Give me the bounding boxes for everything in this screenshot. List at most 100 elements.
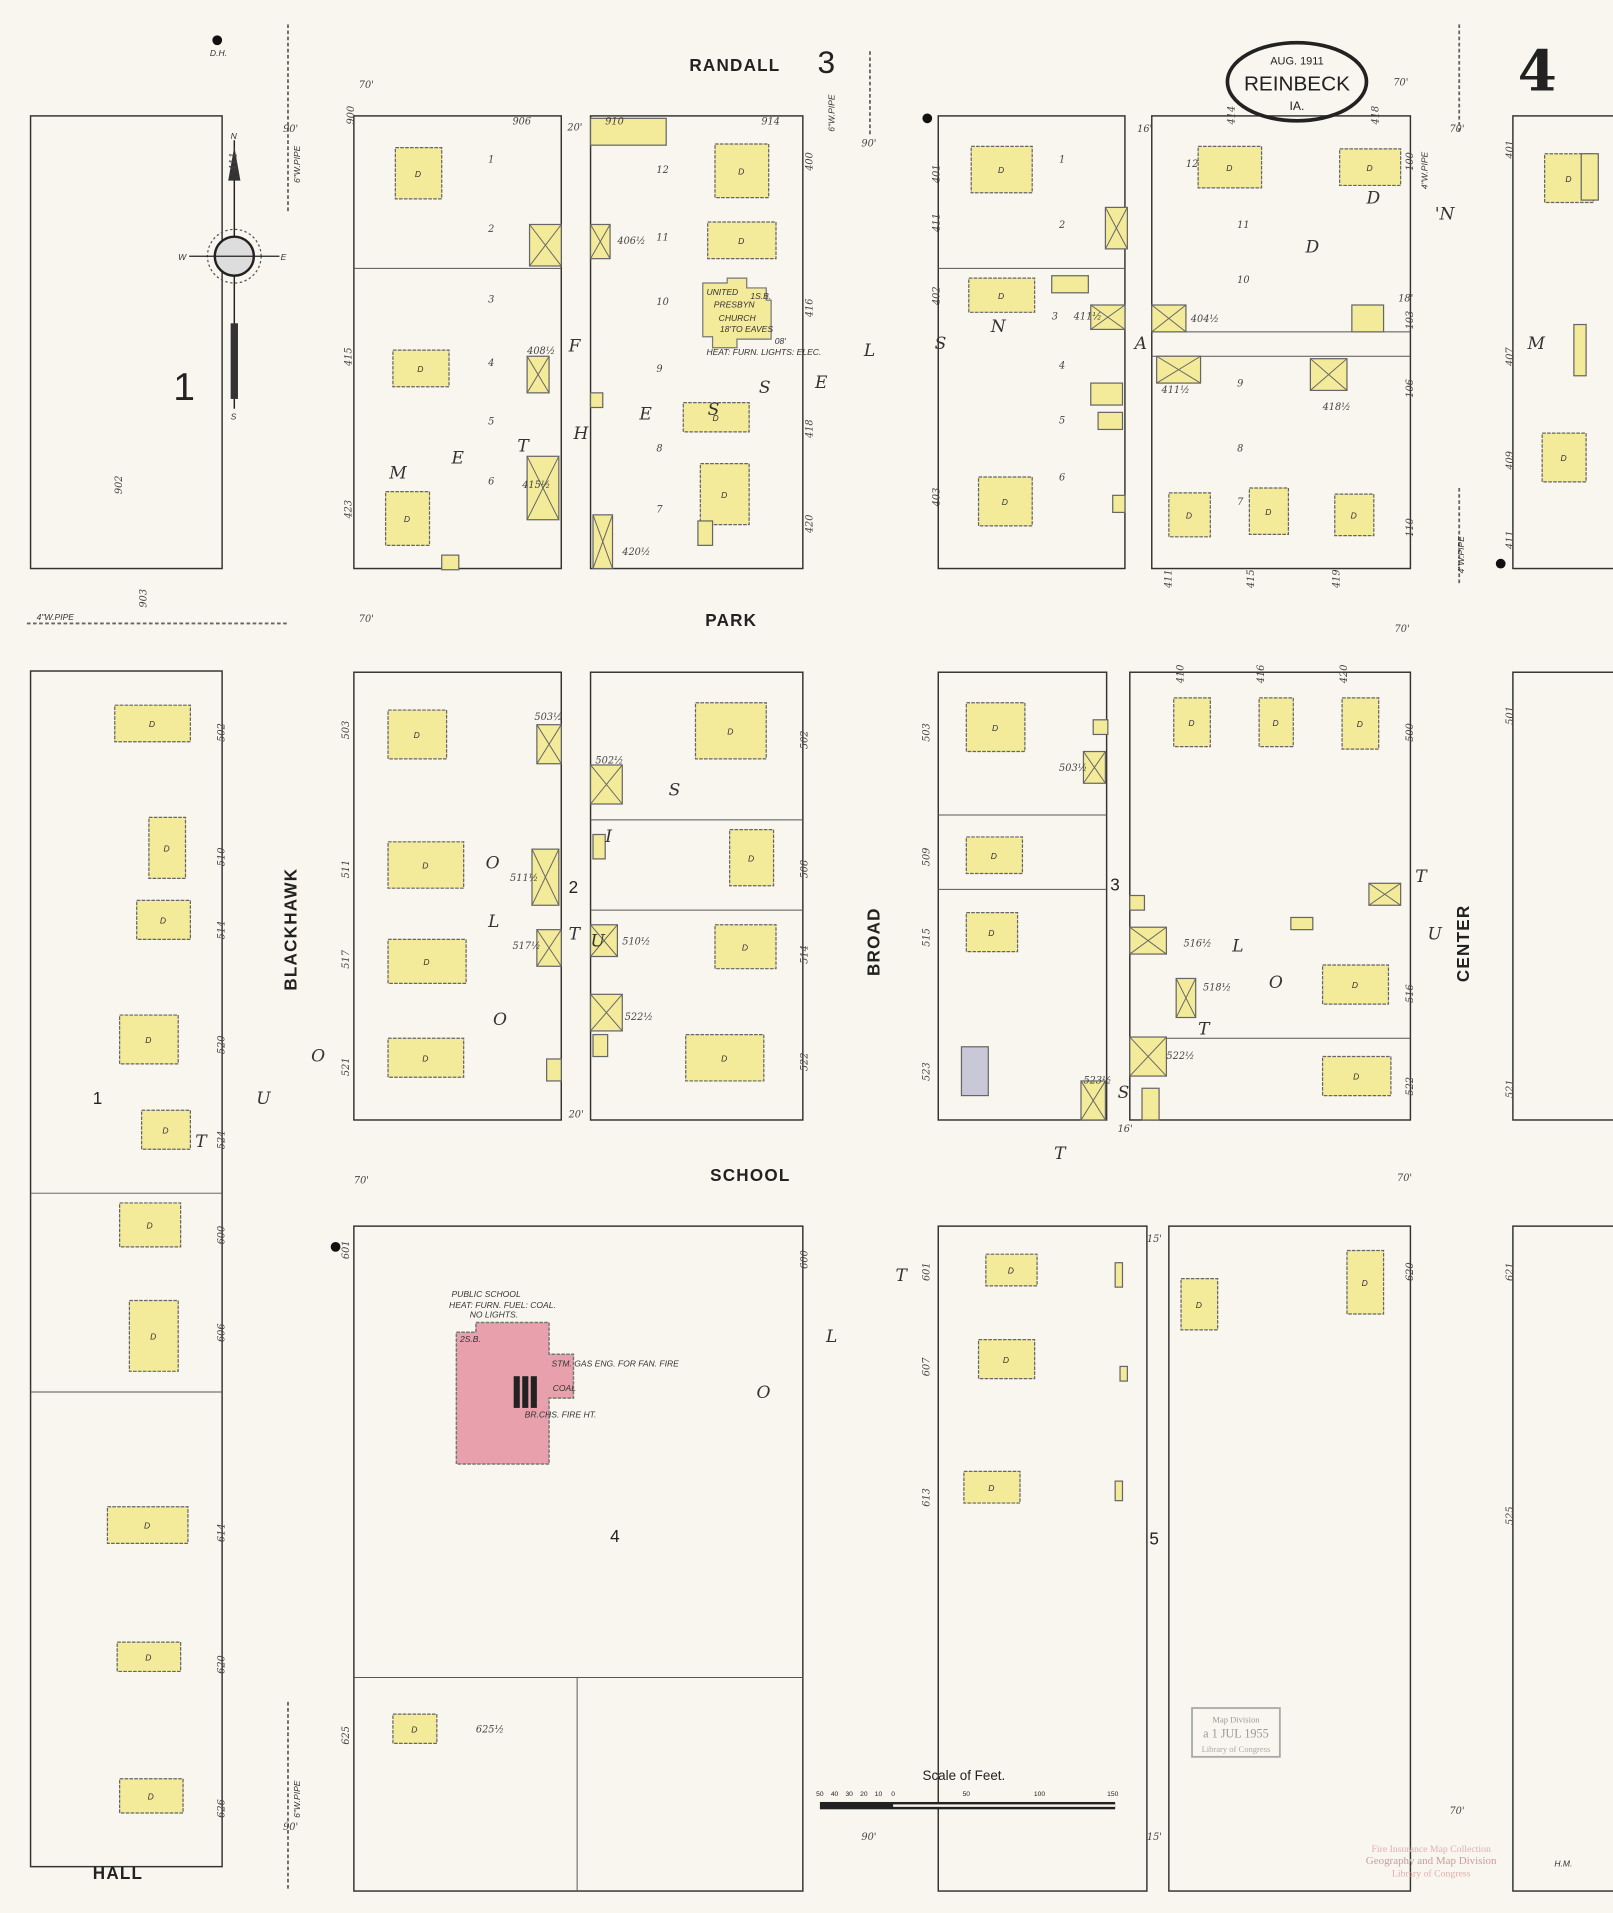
address-number: 501 — [1505, 706, 1516, 725]
lot-number: 7 — [656, 504, 663, 515]
street-broad: BROAD — [865, 907, 884, 976]
address-number: 423 — [343, 500, 354, 520]
dwelling — [699, 462, 750, 526]
outbuilding-cross — [1129, 926, 1167, 955]
rear-address: 522½ — [625, 1012, 653, 1023]
address-number: 415 — [1246, 569, 1257, 589]
city-blocks — [29, 115, 1613, 1892]
address-number: 502 — [217, 723, 228, 742]
shed — [592, 833, 606, 860]
outbuilding-cross — [1080, 1080, 1106, 1121]
dwelling-label: D — [162, 1125, 168, 1135]
dwelling — [140, 1109, 191, 1150]
school-utilities-1: HEAT: FURN. FUEL: COAL. — [449, 1300, 556, 1310]
addition-letter: E — [638, 405, 652, 425]
outbuilding-cross — [531, 848, 560, 906]
water-pipe-label: 4"W.PIPE — [37, 612, 75, 622]
address-number: 418 — [805, 419, 816, 439]
stone-building — [960, 1046, 989, 1097]
outlot-letter: O — [486, 854, 500, 874]
compass-rose: N S E W — [178, 131, 286, 422]
lot-number: 6 — [488, 476, 494, 487]
city-block — [29, 115, 223, 570]
dwelling-label: D — [1362, 1278, 1368, 1288]
dwelling — [394, 147, 443, 200]
shed — [1119, 1365, 1128, 1382]
addition-letter: F — [568, 336, 582, 356]
dwelling — [1341, 697, 1380, 750]
dwelling-label: D — [1565, 174, 1571, 184]
church-name-2: PRESBYN — [714, 299, 756, 309]
dwelling-label: D — [422, 861, 428, 871]
united-presbyterian-church[interactable]: UNITED PRESBYN CHURCH 18'TO EAVES 1S.B. … — [702, 277, 822, 357]
dwelling — [387, 1037, 465, 1078]
church-shed: 08' — [775, 336, 786, 346]
addition-letter: L — [863, 341, 875, 361]
outbuilding-cross — [526, 456, 560, 520]
address-number: 525 — [1505, 1506, 1516, 1525]
addition-letter: S — [935, 334, 947, 354]
address-number: 606 — [217, 1323, 228, 1342]
address-number: 503 — [341, 721, 352, 740]
dwelling — [965, 836, 1024, 875]
addition-letter: 'N — [1435, 205, 1456, 225]
dwelling — [1339, 148, 1402, 187]
outlot-letter: T — [1054, 1144, 1067, 1164]
outbuilding-cross — [592, 514, 613, 569]
outlot-letter: O — [311, 1046, 325, 1066]
dwelling-label: D — [404, 514, 410, 524]
outbuilding-cross — [1104, 207, 1128, 250]
school-utilities-2: NO LIGHTS. — [470, 1310, 518, 1320]
library-of-congress-stamp: Fire Insurance Map Collection Geography … — [1366, 1844, 1497, 1879]
dwelling-label: D — [721, 1053, 727, 1063]
scale-tick-label: 20 — [860, 1791, 868, 1798]
scale-tick-label: 50 — [816, 1791, 824, 1798]
church-stories: 1S.B. — [750, 291, 771, 301]
dwelling-label: D — [145, 1652, 151, 1662]
compass-s: S — [231, 412, 237, 422]
street-width: 70' — [1393, 77, 1408, 88]
lot-number: 12 — [1186, 159, 1198, 170]
street-width: 20' — [568, 1110, 584, 1121]
dwelling-label: D — [423, 957, 429, 967]
lot-number: 7 — [1237, 497, 1244, 508]
address-number: 522 — [1405, 1077, 1416, 1096]
lot-number: 4 — [1058, 360, 1065, 371]
shed — [1351, 304, 1385, 333]
dwelling — [387, 841, 465, 889]
address-number: 103 — [1405, 311, 1416, 330]
address-number: 621 — [1505, 1262, 1516, 1281]
block-number: 5 — [1149, 1530, 1159, 1549]
address-number: 508 — [800, 860, 811, 879]
address-number: 625 — [341, 1726, 352, 1745]
dwelling — [1197, 145, 1263, 189]
public-school[interactable]: PUBLIC SCHOOL HEAT: FURN. FUEL: COAL. NO… — [449, 1289, 680, 1465]
library-stamp-3: Library of Congress — [1392, 1868, 1471, 1879]
dwelling-label: D — [1352, 980, 1358, 990]
street-width: 70' — [1449, 1806, 1464, 1817]
address-number: 517 — [341, 949, 352, 968]
water-pipe-label: 6"W.PIPE — [292, 145, 302, 183]
dwelling-label: D — [998, 165, 1004, 175]
dwelling — [965, 911, 1019, 953]
city-block — [589, 115, 804, 570]
water-pipes — [26, 24, 1506, 1892]
town-name: REINBECK — [1244, 72, 1350, 95]
dwelling-label: D — [414, 730, 420, 740]
addition-letter: M — [1527, 334, 1546, 354]
address-number: 524 — [217, 1131, 228, 1150]
school-coal: COAL — [553, 1383, 576, 1393]
shed — [1141, 1087, 1160, 1121]
address-number: 514 — [217, 921, 228, 940]
dwelling — [148, 816, 187, 880]
buildings — [106, 117, 1599, 1814]
address-number: 521 — [1505, 1079, 1516, 1098]
address-number: 414 — [1227, 106, 1238, 126]
dwelling — [1346, 1249, 1385, 1315]
city-block — [589, 671, 804, 1121]
school-name: PUBLIC SCHOOL — [451, 1289, 520, 1299]
school-boiler: STM. GAS ENG. FOR FAN. FIRE — [552, 1358, 680, 1368]
dwelling-label: D — [713, 413, 719, 423]
street-school: SCHOOL — [710, 1166, 790, 1185]
north-arrow-icon — [228, 146, 241, 181]
